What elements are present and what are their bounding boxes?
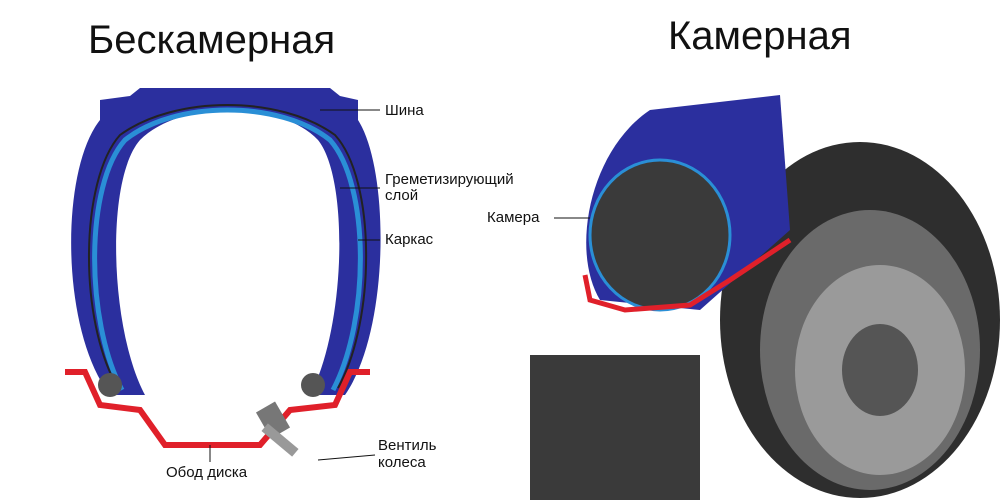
tubeless-tire-cross-section	[65, 88, 381, 462]
label-tire: Шина	[385, 102, 424, 119]
label-valve-line2: колеса	[378, 454, 426, 471]
label-seal-line1: Греметизирующий	[385, 171, 514, 188]
carcass-layer	[88, 104, 368, 389]
sealing-layer	[92, 107, 363, 392]
tube-title: Камерная	[668, 14, 852, 58]
inner-tube	[588, 158, 732, 312]
bead-right	[301, 373, 325, 397]
valve-icon	[255, 401, 299, 457]
rim-profile-right	[582, 237, 792, 313]
rim-profile	[65, 369, 370, 448]
label-valve-line1: Вентиль	[378, 437, 437, 454]
label-rim: Обод диска	[166, 464, 248, 481]
tubeless-title: Бескамерная	[88, 18, 336, 62]
leader-valve	[317, 454, 376, 461]
bead-left	[98, 373, 122, 397]
label-seal-line2: слой	[385, 187, 419, 204]
tube-tire-illustration	[530, 95, 1000, 500]
label-carcass: Каркас	[385, 231, 434, 248]
label-tube: Камера	[487, 209, 540, 226]
